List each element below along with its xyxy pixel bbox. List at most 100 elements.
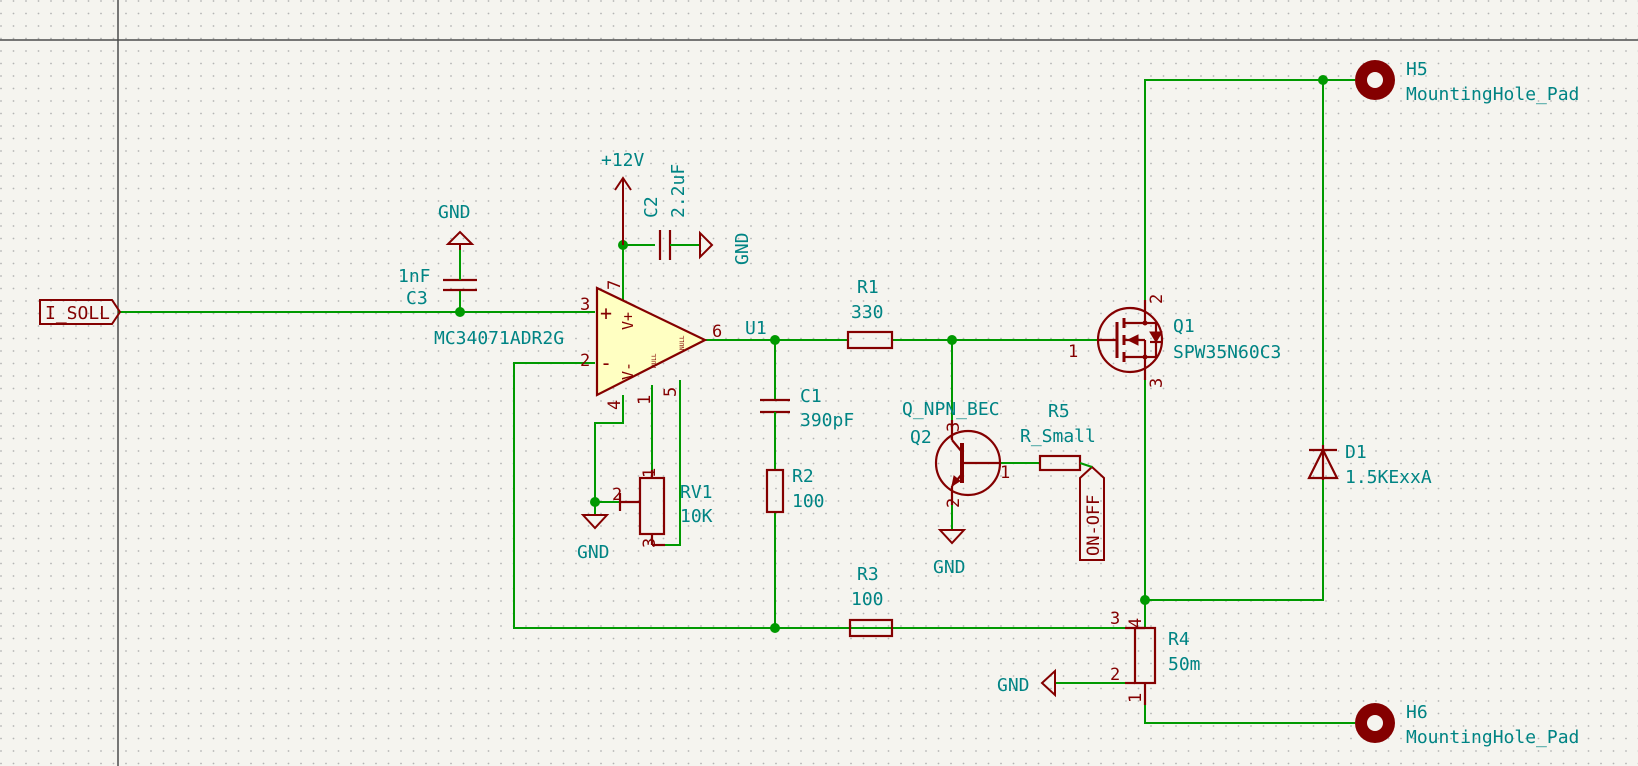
resistor-r2[interactable] [765,468,785,514]
net-label-u1: U1 [745,318,767,339]
gnd-label-r4: GND [997,675,1030,696]
power-12v-label: +12V [601,150,645,171]
gnd-label-rv1: GND [577,542,610,563]
gnd-label-q2: GND [933,557,966,578]
u1-pin-3: 3 [580,295,590,315]
wire-top [1144,79,1355,300]
h5-ref: H5 [1406,59,1428,80]
r2-value: 100 [792,491,825,512]
r4-pin-2: 2 [1110,665,1120,685]
capacitor-c3[interactable] [443,250,477,292]
gnd-label-c3: GND [438,202,471,223]
q2-ref: Q2 [910,427,932,448]
u1-vminus: V- [619,362,637,380]
rv1-ref: RV1 [680,482,713,503]
label-i-soll[interactable]: I_SOLL [39,299,122,325]
power-12v-symbol [614,176,632,245]
r4-pin-4: 4 [1126,618,1146,628]
c2-ref: C2 [641,196,662,218]
q2-pin-2: 2 [944,498,964,508]
c1-value: 390pF [800,410,854,431]
capacitor-c2[interactable] [658,230,700,260]
r2-ref: R2 [792,466,814,487]
rv1-value: 10K [680,506,713,527]
junction [770,623,780,633]
r3-value: 100 [851,589,884,610]
q1-pin-1: 1 [1068,342,1078,362]
r3-ref: R3 [857,564,879,585]
mosfet-q1[interactable] [1096,300,1164,380]
c3-ref: C3 [406,288,428,309]
h6-value: MountingHole_Pad [1406,727,1579,748]
u1-null-2: NULL [679,335,686,350]
u1-null-1: NULL [651,353,658,368]
capacitor-c1[interactable] [760,398,790,425]
resistor-r4[interactable] [1125,626,1157,705]
resistor-r1[interactable] [846,330,894,350]
c2-value: 2.2uF [668,164,689,218]
u1-vplus: V+ [619,312,637,330]
wire-bottom [1144,705,1355,724]
junction [770,335,780,345]
r5-ref: R5 [1048,401,1070,422]
junction [590,497,600,507]
r1-ref: R1 [857,277,879,298]
mounting-hole-h5[interactable] [1355,60,1395,100]
gnd-symbol-rv1 [580,514,610,530]
q1-ref: Q1 [1173,316,1195,337]
diode-d1[interactable] [1307,445,1339,480]
u1-pin-1: 1 [635,395,655,405]
q1-pin-2: 2 [1147,294,1167,304]
mounting-hole-h6[interactable] [1355,703,1395,743]
opamp-u1[interactable] [595,286,708,397]
wire-feedback [513,362,1125,629]
gnd-symbol-c2 [699,230,714,260]
c3-value: 1nF [398,266,431,287]
q2-pin-1: 1 [1000,463,1010,483]
r4-value: 50m [1168,654,1201,675]
transistor-q2[interactable] [934,420,1002,505]
r1-value: 330 [851,302,884,323]
d1-ref: D1 [1345,442,1367,463]
u1-pin-6: 6 [712,322,722,342]
rv1-pin-3: 3 [640,538,660,548]
h5-value: MountingHole_Pad [1406,84,1579,105]
u1-plus: + [600,301,612,325]
resistor-r3[interactable] [848,618,894,638]
d1-value: 1.5KExxA [1345,467,1432,488]
wires [118,79,1355,724]
junctions [455,75,1328,633]
junction [947,335,957,345]
junction [1318,75,1328,85]
label-on-off-text: ON-OFF [1084,495,1104,556]
wire-pin5 [665,380,681,546]
u1-minus: - [600,351,612,375]
q1-part: SPW35N60C3 [1173,342,1281,363]
q1-pin-3: 3 [1147,378,1167,388]
label-on-off[interactable]: ON-OFF [1079,465,1105,561]
gnd-symbol-r4 [1040,668,1056,698]
r5-value: R_Small [1020,426,1096,447]
u1-pin-2: 2 [580,351,590,371]
u1-pin-7: 7 [605,280,625,290]
r4-pin-1: 1 [1126,693,1146,703]
gnd-symbol-c3 [445,230,475,250]
q2-pin-3: 3 [944,422,964,432]
rv1-pin-1: 1 [640,468,660,478]
gnd-label-c2: GND [732,232,753,265]
junction [455,307,465,317]
wire-pin4-gnd [594,395,624,503]
u1-pin-5: 5 [661,387,681,397]
junction [1140,595,1150,605]
potentiometer-rv1[interactable] [618,470,666,547]
c1-ref: C1 [800,386,822,407]
r4-pin-3: 3 [1110,609,1120,629]
h6-ref: H6 [1406,702,1428,723]
label-i-soll-text: I_SOLL [45,303,110,324]
q2-part: Q_NPN_BEC [902,399,1000,420]
rv1-pin-2: 2 [612,485,622,505]
resistor-r5[interactable] [1038,454,1093,472]
